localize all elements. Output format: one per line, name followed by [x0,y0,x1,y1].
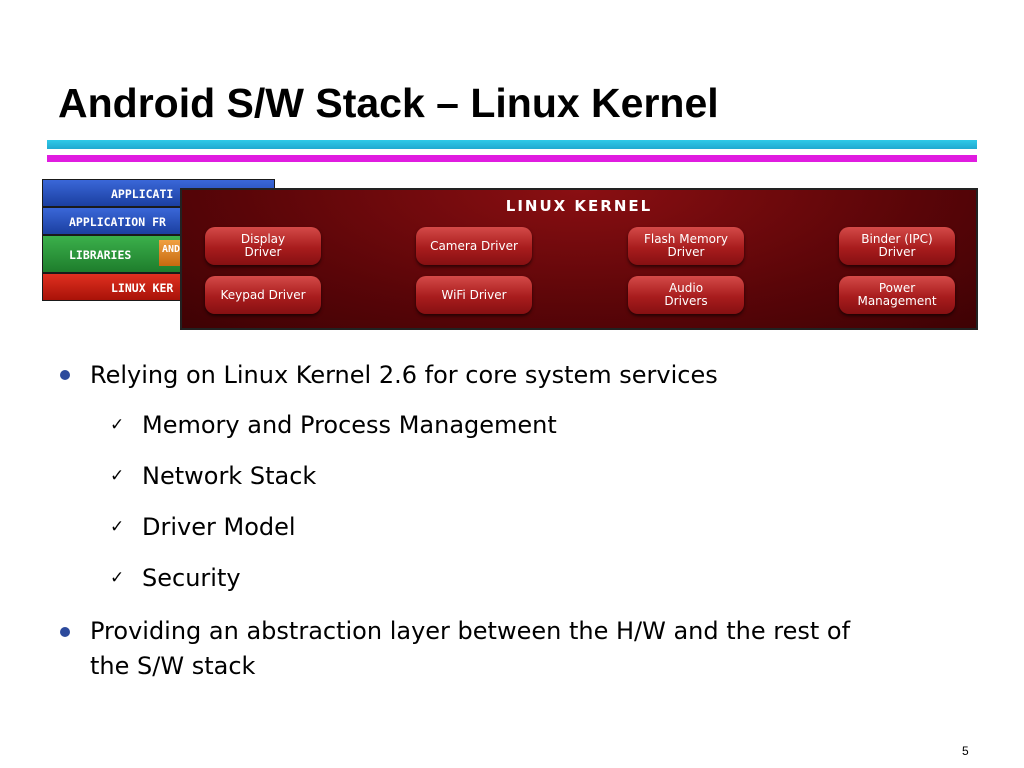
bullet-dot [60,370,70,380]
bullet-item: Relying on Linux Kernel 2.6 for core sys… [90,361,718,389]
page-number: 5 [962,744,969,758]
bullet-item: Providing an abstraction layer between t… [90,617,851,645]
kernel-box-camera-driver: Camera Driver [416,227,532,265]
stack-layer-label: APPLICATI [111,187,174,201]
kernel-box-wifi-driver: WiFi Driver [416,276,532,314]
checkmark-icon: ✓ [110,517,125,537]
kernel-diagram-title: LINUX KERNEL [505,197,653,215]
sub-bullet-item: Driver Model [142,513,296,541]
kernel-box-binder-ipc-driver: Binder (IPC) Driver [839,227,955,265]
linux-kernel-diagram: LINUX KERNEL Display Driver Camera Drive… [180,188,978,330]
checkmark-icon: ✓ [110,466,125,486]
sub-bullet-item: Network Stack [142,462,317,490]
title-rule-cyan [47,140,977,149]
slide-title: Android S/W Stack – Linux Kernel [58,80,719,126]
kernel-box-power-management: Power Management [839,276,955,314]
bullet-dot [60,627,70,637]
android-stack-diagram: APPLICATI APPLICATION FR LIBRARIES AND L… [42,179,277,303]
stack-layer-label: APPLICATION FR [69,215,166,229]
stack-layer-label: LIBRARIES [69,248,132,262]
checkmark-icon: ✓ [110,568,125,588]
title-rule-magenta [47,155,977,162]
kernel-box-keypad-driver: Keypad Driver [205,276,321,314]
kernel-box-audio-drivers: Audio Drivers [628,276,744,314]
stack-layer-label: LINUX KER [111,281,174,295]
checkmark-icon: ✓ [110,415,125,435]
sub-bullet-item: Memory and Process Management [142,411,557,439]
kernel-box-flash-memory-driver: Flash Memory Driver [628,227,744,265]
kernel-box-display-driver: Display Driver [205,227,321,265]
sub-bullet-item: Security [142,564,241,592]
bullet-item-continuation: the S/W stack [90,652,256,680]
